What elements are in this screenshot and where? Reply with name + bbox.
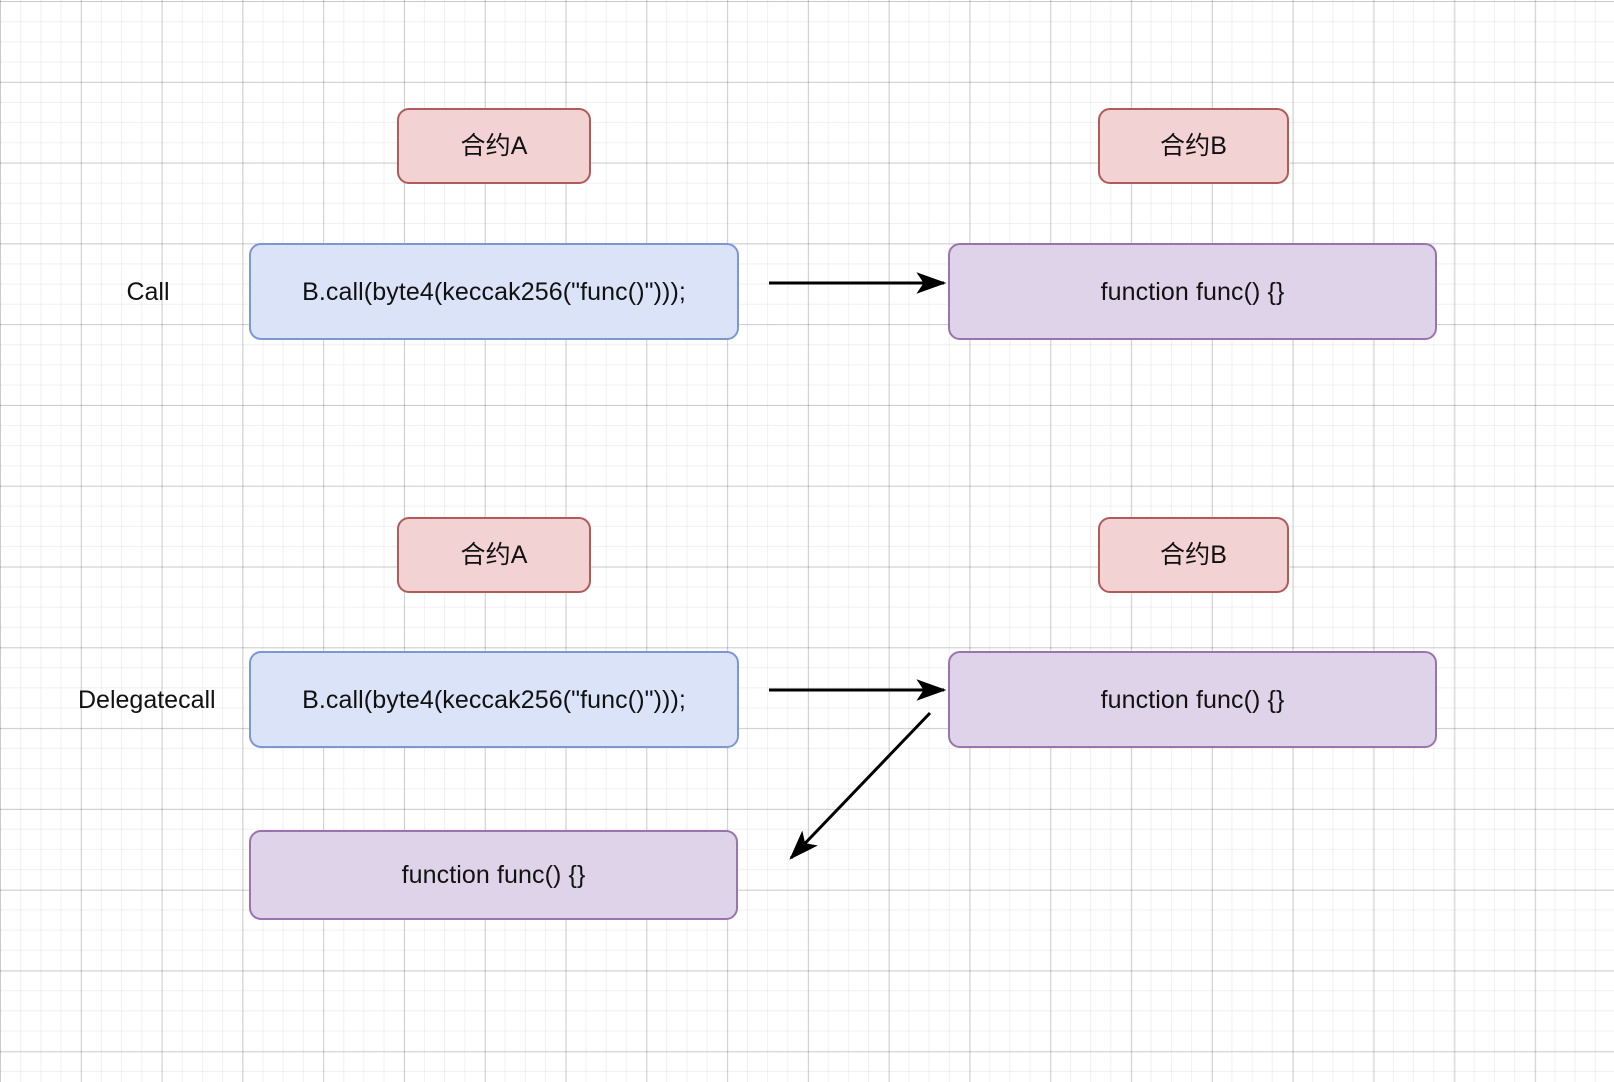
- code-box-call[interactable]: B.call(byte4(keccak256("func()")));: [249, 243, 739, 340]
- contract-b-box-call[interactable]: 合约B: [1098, 108, 1289, 184]
- contract-b-box-delegatecall[interactable]: 合约B: [1098, 517, 1289, 593]
- contract-a-box-delegatecall[interactable]: 合约A: [397, 517, 591, 593]
- code-box-delegatecall[interactable]: B.call(byte4(keccak256("func()")));: [249, 651, 739, 748]
- row-label-call: Call: [126, 278, 170, 306]
- delegatecall-context-arrow: [789, 711, 932, 860]
- function-box-b-delegatecall[interactable]: function func() {}: [948, 651, 1437, 748]
- function-box-a-delegatecall[interactable]: function func() {}: [249, 830, 738, 920]
- function-box-b-call[interactable]: function func() {}: [948, 243, 1437, 340]
- row-label-delegatecall: Delegatecall: [78, 686, 216, 714]
- contract-a-box-call[interactable]: 合约A: [397, 108, 591, 184]
